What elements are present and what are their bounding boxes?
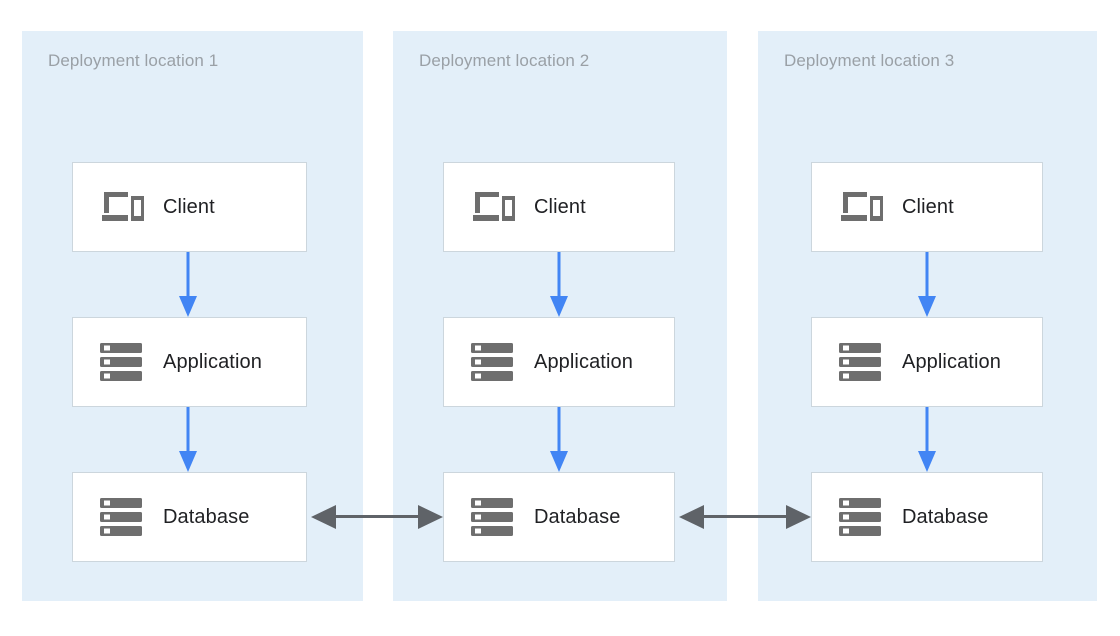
arrow-application-to-database-2 xyxy=(550,407,568,472)
panel-title-1: Deployment location 1 xyxy=(48,51,219,70)
node-label: Application xyxy=(534,350,633,373)
arrow-client-to-application-2 xyxy=(550,252,568,317)
node-application-3[interactable]: Application xyxy=(811,317,1043,407)
server-icon xyxy=(99,497,145,537)
node-application-1[interactable]: Application xyxy=(72,317,307,407)
node-database-1[interactable]: Database xyxy=(72,472,307,562)
devices-icon xyxy=(838,187,884,227)
node-database-2[interactable]: Database xyxy=(443,472,675,562)
node-database-3[interactable]: Database xyxy=(811,472,1043,562)
node-client-1[interactable]: Client xyxy=(72,162,307,252)
arrow-database-2-to-database-3 xyxy=(679,505,811,529)
devices-icon xyxy=(99,187,145,227)
arrow-database-1-to-database-2 xyxy=(311,505,443,529)
node-label: Client xyxy=(902,195,954,218)
node-label: Database xyxy=(902,505,989,528)
node-label: Application xyxy=(902,350,1001,373)
arrow-client-to-application-3 xyxy=(918,252,936,317)
node-label: Application xyxy=(163,350,262,373)
server-icon xyxy=(470,342,516,382)
node-application-2[interactable]: Application xyxy=(443,317,675,407)
panel-title-2: Deployment location 2 xyxy=(419,51,590,70)
server-icon xyxy=(838,342,884,382)
devices-icon xyxy=(470,187,516,227)
arrow-application-to-database-3 xyxy=(918,407,936,472)
panel-title-3: Deployment location 3 xyxy=(784,51,955,70)
server-icon xyxy=(470,497,516,537)
node-label: Database xyxy=(163,505,250,528)
node-client-3[interactable]: Client xyxy=(811,162,1043,252)
server-icon xyxy=(99,342,145,382)
arrow-application-to-database-1 xyxy=(179,407,197,472)
server-icon xyxy=(838,497,884,537)
node-label: Client xyxy=(163,195,215,218)
arrow-client-to-application-1 xyxy=(179,252,197,317)
node-label: Client xyxy=(534,195,586,218)
node-client-2[interactable]: Client xyxy=(443,162,675,252)
node-label: Database xyxy=(534,505,621,528)
